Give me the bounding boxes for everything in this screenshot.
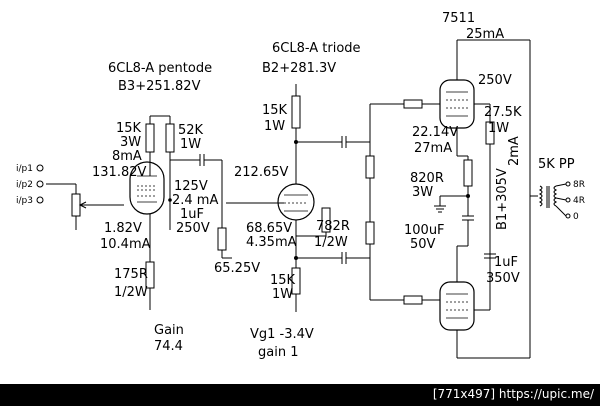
b3-voltage: B3+251.82V [118,79,201,94]
power-cathode-current: 27mA [414,141,452,156]
triode-cathode-voltage: 68.65V [246,221,292,236]
footer-text: [771x497] https://upic.me/ [432,387,594,401]
screen-cap-value: 1uF [180,207,204,222]
pentode-cathode-current: 10.4mA [100,237,151,252]
pentode-stage [129,115,232,310]
screen-cap-voltage: 250V [176,221,210,236]
r15k-cathode-power: 1W [272,287,293,302]
cap100-value: 100uF [404,223,445,238]
tap-0: 0 [573,212,579,222]
b2-voltage: B2+281.3V [262,61,336,76]
triode-stage [226,84,370,312]
screen-current: 2.4 mA [172,193,218,208]
b1-voltage: B1+305V [495,168,510,230]
current-25ma: 25mA [466,27,504,42]
screen-current-2ma: 2mA [507,136,522,166]
pentode-title: 6CL8-A pentode [108,61,212,76]
triode-title: 6CL8-A triode [272,41,361,56]
r175-power: 1/2W [114,285,148,300]
r52k-power: 1W [180,137,201,152]
input-1-label: i/p1 [16,164,33,174]
r782-power: 1/2W [314,235,348,250]
r27k-value: 27.5K [484,105,522,120]
pentode-plate-voltage: 131.82V [92,165,146,180]
r15k-3w-power: 3W [120,135,141,150]
grid-voltage: 65.25V [214,261,260,276]
gain-label: Gain [154,323,184,338]
vg1-label: Vg1 -3.4V [250,327,314,342]
tube-7511-label: 7511 [442,11,475,26]
transformer-label: 5K PP [538,157,575,172]
circuit-schematic: 6CL8-A pentode B3+251.82V 6CL8-A triode … [16,11,585,360]
input-3-label: i/p3 [16,196,33,206]
cap100-voltage: 50V [410,237,436,252]
gain1-label: gain 1 [258,345,298,360]
r15k-plate-power: 1W [264,119,285,134]
pentode-current: 8mA [112,149,142,164]
r175-value: 175R [114,267,148,282]
pentode-cathode-voltage: 1.82V [104,221,142,236]
cap1uf-b-value: 1uF [494,255,518,270]
tap-8r: 8R [573,180,585,190]
r15k-plate-value: 15K [262,103,288,118]
gain-value: 74.4 [154,339,183,354]
input-jacks [36,164,124,230]
power-cathode-voltage: 22.14V [412,125,458,140]
screen-voltage: 125V [174,179,208,194]
input-2-label: i/p2 [16,180,33,190]
r27k-power: 1W [488,121,509,136]
r820-power: 3W [412,185,433,200]
voltage-250v: 250V [478,73,512,88]
triode-plate-voltage: 212.65V [234,165,288,180]
r15k-3w-value: 15K [116,121,142,136]
cap1uf-b-voltage: 350V [486,271,520,286]
triode-cathode-current: 4.35mA [246,235,297,250]
r820-value: 820R [410,171,444,186]
power-stage [365,39,571,359]
r52k-value: 52K [178,123,204,138]
r782-value: 782R [316,219,350,234]
r15k-cathode-value: 15K [270,273,296,288]
footer-bar: [771x497] https://upic.me/ [0,384,600,406]
tap-4r: 4R [573,196,585,206]
